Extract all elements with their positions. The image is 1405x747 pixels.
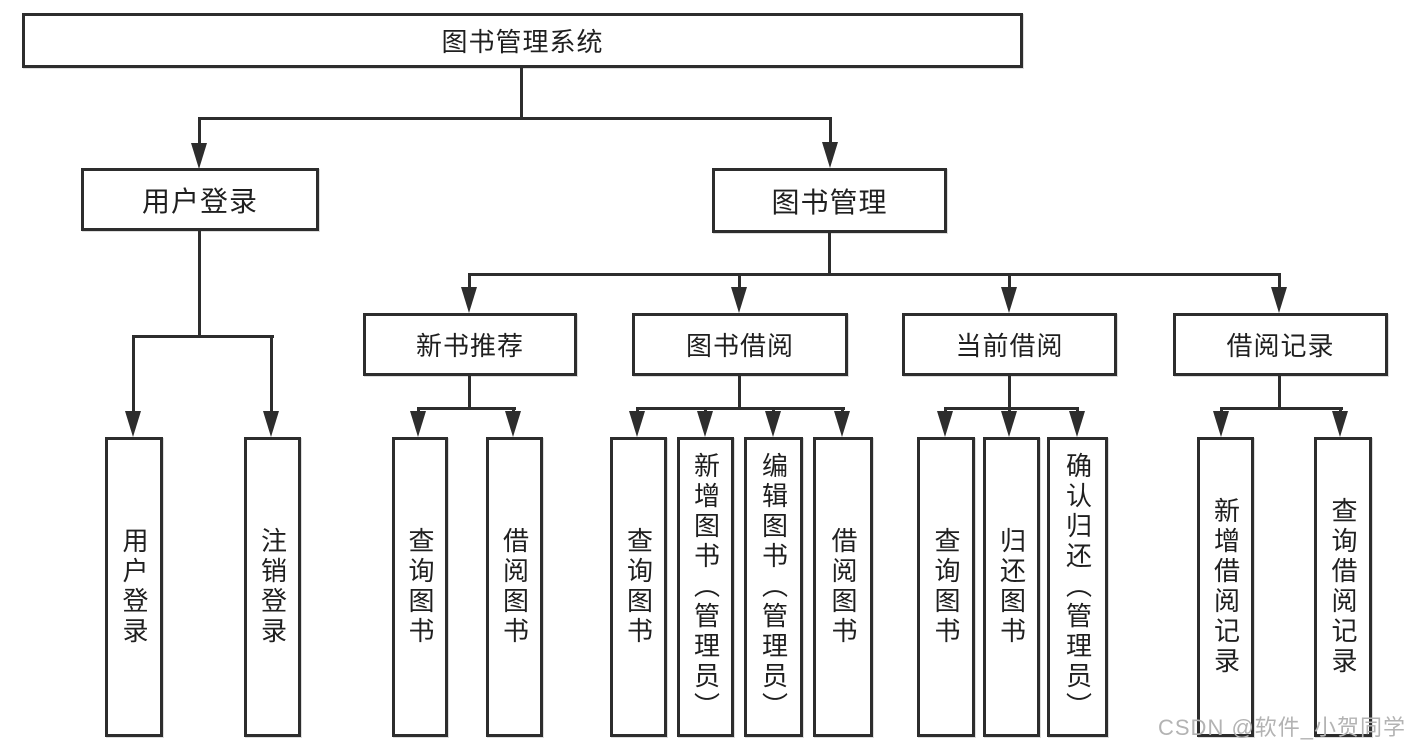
connector-line [198,117,832,120]
node-new-book-recommendation: 新书推荐 [363,313,577,376]
arrow-down-icon [834,407,850,437]
csdn-watermark: CSDN @软件_小贺同学 [1158,715,1405,740]
leaf-user-login: 用户登录 [105,437,163,737]
leaf-add-borrow-record: 新增借阅记录 [1197,437,1254,737]
arrow-down-icon [697,407,713,437]
connector-line [468,376,471,410]
arrow-down-icon [191,117,207,169]
arrow-down-icon [1271,273,1287,313]
arrow-down-icon [1069,407,1085,437]
node-user-login: 用户登录 [81,168,319,231]
node-current-borrowing: 当前借阅 [902,313,1117,376]
leaf-query-borrow-record: 查询借阅记录 [1314,437,1372,737]
node-book-management: 图书管理 [712,168,947,233]
node-book-borrowing: 图书借阅 [632,313,848,376]
arrow-down-icon [1332,407,1348,437]
leaf-confirm-return-admin: 确认归还（管理员） [1047,437,1108,737]
arrow-down-icon [629,407,645,437]
connector-line [198,231,201,338]
connector-line [1008,376,1011,410]
leaf-edit-books-admin: 编辑图书（管理员） [744,437,803,737]
leaf-borrow-books-2: 借阅图书 [813,437,873,737]
connector-line [468,273,1281,276]
arrow-down-icon [410,407,426,437]
arrow-down-icon [1001,407,1017,437]
arrow-down-icon [731,273,747,313]
arrow-down-icon [937,407,953,437]
leaf-logout: 注销登录 [244,437,301,737]
connector-line [738,376,741,410]
leaf-return-books: 归还图书 [983,437,1040,737]
connector-line [944,407,1079,410]
arrow-down-icon [822,117,838,168]
connector-line [1220,407,1343,410]
connector-line [132,335,274,338]
node-borrowing-records: 借阅记录 [1173,313,1388,376]
connector-line [636,407,845,410]
connector-line [417,407,516,410]
arrow-down-icon [461,273,477,313]
node-library-management-system: 图书管理系统 [22,13,1023,68]
connector-line [520,68,523,117]
arrow-down-icon [125,335,141,437]
leaf-query-books-3: 查询图书 [917,437,975,737]
leaf-query-books-1: 查询图书 [392,437,448,737]
arrow-down-icon [263,335,279,437]
connector-line [1278,376,1281,410]
leaf-add-books-admin: 新增图书（管理员） [677,437,734,737]
arrow-down-icon [1001,273,1017,313]
leaf-borrow-books-1: 借阅图书 [486,437,543,737]
arrow-down-icon [765,407,781,437]
arrow-down-icon [505,407,521,437]
connector-line [828,233,831,276]
leaf-query-books-2: 查询图书 [610,437,667,737]
arrow-down-icon [1213,407,1229,437]
